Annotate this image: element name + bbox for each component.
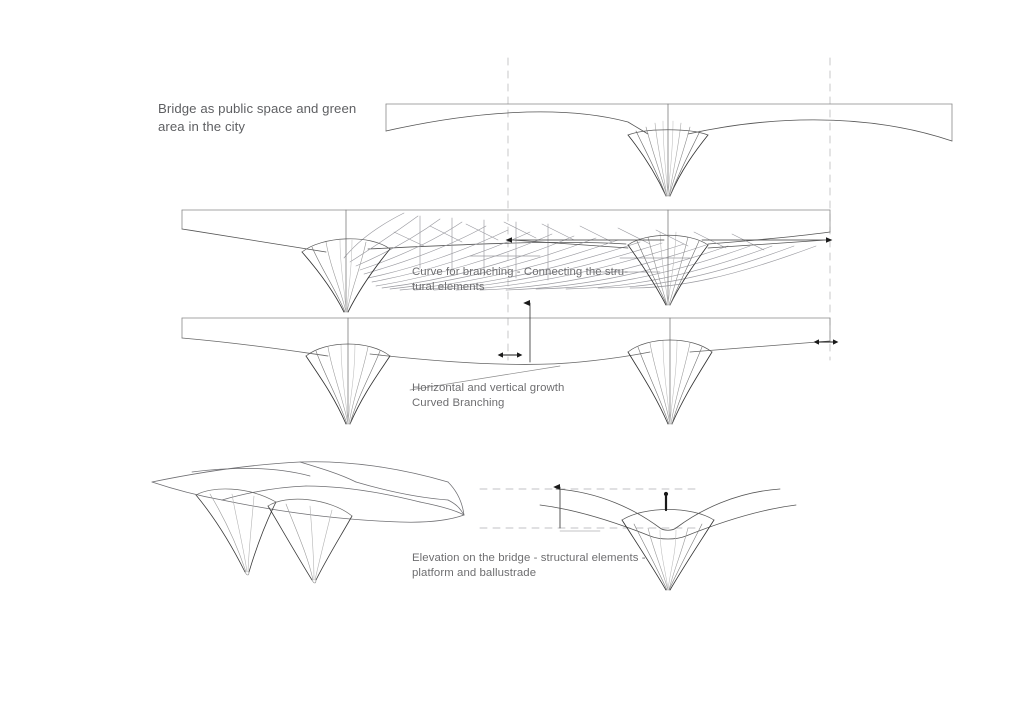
axono-column-right [267,498,353,584]
deck-soffit-row-2 [181,228,327,253]
human-scale-figure [663,491,669,512]
deck-soffit-row-3b [369,351,651,365]
note-leader-growth [409,365,561,391]
page-title: Bridge as public space and green area in… [158,101,357,134]
construction-guides [507,57,831,361]
axono-column-left [195,488,277,576]
panel-row-2 [181,209,833,313]
deck-row-1 [385,103,953,142]
deck-row-3 [181,317,831,342]
dim-leader-left [511,239,629,249]
branching-column-row-2-left [301,209,391,313]
deck-soffit-row-2c [707,231,831,245]
note-elevation-on-bridge: Elevation on the bridge - structural ele… [412,552,646,579]
panel-cross-section [479,484,797,591]
deck-soffit-row-1-right [687,119,953,142]
note-horizontal-vertical-growth: Horizontal and vertical growth Curved Br… [412,382,565,409]
panel-row-1 [385,103,953,197]
balustrade-curve [555,488,781,531]
deck-soffit-row-2b [367,241,627,250]
branching-column-section [621,509,715,591]
deck-soffit-row-3 [181,337,329,357]
deck-soffit-row-1 [385,111,649,135]
branching-column-row-3-left [305,317,391,425]
platform-curve [539,504,797,540]
dim-leader-right [707,239,827,249]
deck-soffit-row-3c [689,340,831,353]
note-curve-for-branching: Curve for branching - Connecting the str… [412,266,629,293]
deck-row-2 [181,209,831,233]
panel-axonometric [151,461,465,584]
panel-row-3 [181,300,839,425]
section-guides [479,488,701,529]
branching-column-row-1 [627,120,709,197]
branching-column-row-3-right [627,317,713,425]
